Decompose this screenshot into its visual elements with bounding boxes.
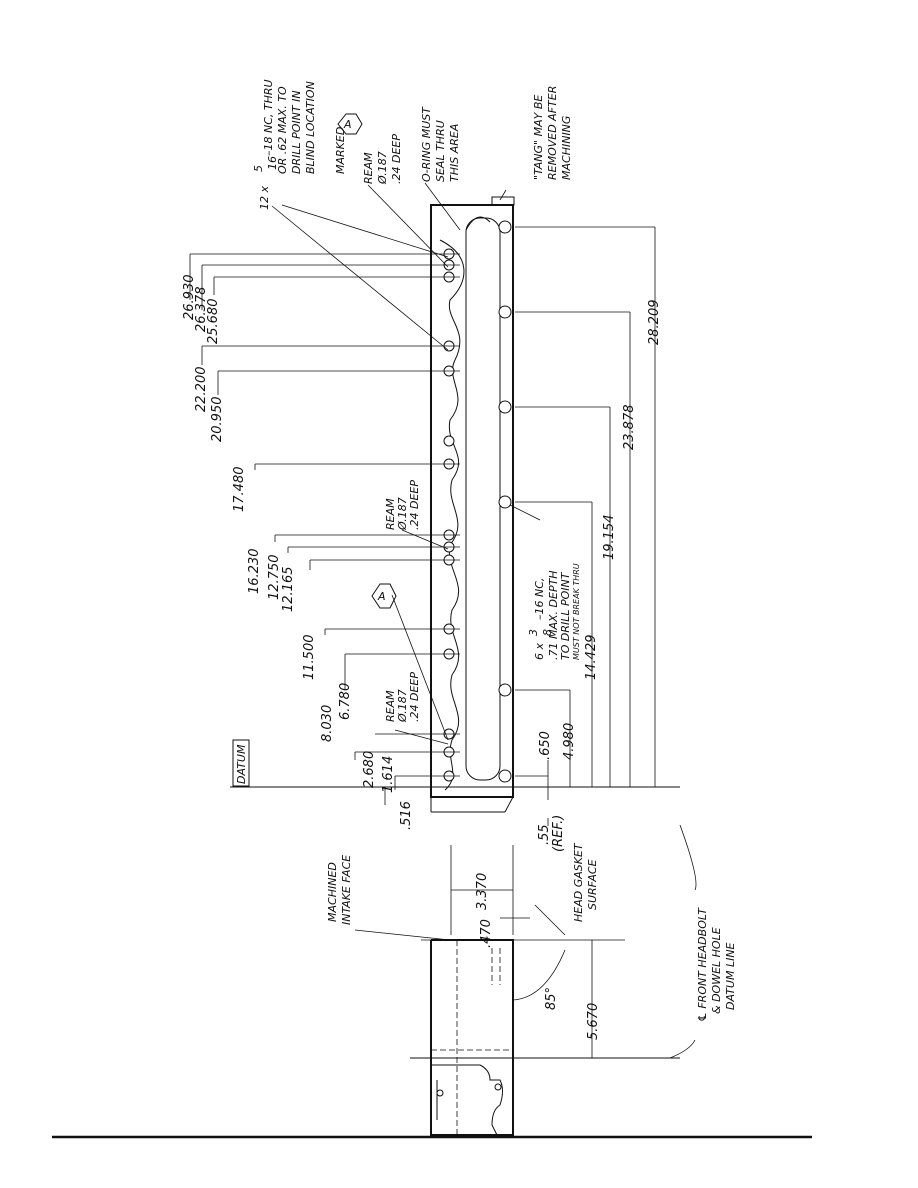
note-front-datum: ℄ FRONT HEADBOLT & DOWEL HOLE DATUM LINE (696, 907, 737, 1022)
svg-text:SEAL THRU: SEAL THRU (434, 120, 447, 182)
note-ream-top: REAM Ø.187 .24 DEEP (362, 134, 403, 185)
svg-text:85°: 85° (544, 987, 559, 1010)
right-dimension-lines (515, 226, 656, 1058)
svg-text:.650: .650 (538, 731, 553, 760)
svg-text:8: 8 (541, 629, 554, 636)
svg-text:3.370: 3.370 (475, 873, 490, 910)
svg-text:6 x: 6 x (533, 643, 546, 660)
svg-text:2.680: 2.680 (362, 751, 377, 788)
svg-text:5: 5 (252, 165, 265, 172)
svg-text:THIS AREA: THIS AREA (448, 124, 461, 182)
dimension-labels: 26.930 26.378 25.680 22.200 20.950 17.48… (182, 275, 662, 1041)
svg-text:BLIND LOCATION: BLIND LOCATION (304, 81, 317, 174)
svg-text:MACHINING: MACHINING (560, 116, 573, 180)
svg-text:MACHINED: MACHINED (326, 862, 339, 922)
note-tapped-12x: 12 x 5 16 –18 NC, THRU OR .62 MAX. TO DR… (252, 79, 347, 210)
svg-text:.24 DEEP: .24 DEEP (390, 134, 403, 184)
svg-text:22.200: 22.200 (194, 367, 209, 413)
svg-text:"TANG" MAY BE: "TANG" MAY BE (532, 95, 545, 180)
svg-text:–16 NC,: –16 NC, (533, 578, 546, 620)
svg-text:14.429: 14.429 (584, 635, 599, 681)
svg-text:℄ FRONT HEADBOLT: ℄ FRONT HEADBOLT (696, 907, 709, 1022)
svg-text:DRILL POINT IN: DRILL POINT IN (290, 90, 303, 174)
svg-text:12 x: 12 x (258, 186, 271, 210)
svg-text:26.378: 26.378 (194, 287, 209, 333)
svg-text:REAM: REAM (384, 498, 397, 530)
svg-text:MARKED: MARKED (334, 127, 347, 174)
svg-text:REAM: REAM (362, 152, 375, 184)
svg-text:Ø.187: Ø.187 (376, 151, 389, 185)
svg-text:11.500: 11.500 (302, 635, 317, 681)
svg-text:12.750: 12.750 (267, 555, 282, 601)
bolt-holes-right (498, 220, 512, 783)
svg-text:SURFACE: SURFACE (586, 859, 599, 910)
svg-text:–18 NC, THRU: –18 NC, THRU (262, 79, 275, 156)
svg-text:19.154: 19.154 (602, 515, 617, 561)
svg-text:12.165: 12.165 (281, 567, 296, 613)
svg-text:.55: .55 (537, 824, 552, 845)
marker-a-top: A (337, 113, 363, 135)
svg-text:.516: .516 (399, 801, 414, 830)
svg-text:.71 MAX. DEPTH: .71 MAX. DEPTH (547, 570, 560, 660)
svg-text:TO DRILL POINT: TO DRILL POINT (559, 571, 572, 660)
note-oring: O-RING MUST SEAL THRU THIS AREA (420, 106, 461, 182)
svg-text:.24 DEEP: .24 DEEP (408, 480, 421, 530)
marker-a-mid: A (371, 583, 397, 609)
datum-label: DATUM (235, 744, 248, 784)
svg-text:(REF.): (REF.) (551, 815, 566, 852)
svg-text:1.614: 1.614 (381, 756, 396, 793)
svg-text:Ø.187: Ø.187 (396, 497, 409, 531)
svg-text:OR .62 MAX. TO: OR .62 MAX. TO (276, 86, 289, 174)
svg-text:6.780: 6.780 (338, 683, 353, 720)
note-ream-mid: REAM Ø.187 .24 DEEP (384, 480, 421, 531)
note-ream-low: REAM Ø.187 .24 DEEP (384, 672, 421, 723)
svg-text:16.230: 16.230 (247, 549, 262, 595)
svg-text:20.950: 20.950 (210, 397, 225, 443)
svg-text:3: 3 (527, 629, 540, 636)
svg-text:25.680: 25.680 (206, 299, 221, 345)
coolant-contour (439, 239, 465, 791)
svg-text:DATUM LINE: DATUM LINE (724, 942, 737, 1010)
svg-text:INTAKE FACE: INTAKE FACE (340, 855, 353, 925)
svg-text:16: 16 (266, 156, 279, 170)
svg-text:.24 DEEP: .24 DEEP (408, 672, 421, 722)
svg-text:MUST NOT BREAK THRU: MUST NOT BREAK THRU (572, 563, 581, 660)
note-intake: MACHINED INTAKE FACE (326, 855, 353, 925)
svg-text:4.980: 4.980 (562, 723, 577, 760)
svg-text:.470: .470 (479, 919, 494, 948)
datum-box (232, 739, 250, 787)
svg-text:HEAD GASKET: HEAD GASKET (572, 842, 585, 922)
svg-text:Ø.187: Ø.187 (396, 689, 409, 723)
svg-text:A: A (343, 118, 352, 131)
note-tang: "TANG" MAY BE REMOVED AFTER MACHINING (532, 86, 573, 180)
svg-text:8.030: 8.030 (320, 705, 335, 742)
svg-text:REMOVED AFTER: REMOVED AFTER (546, 86, 559, 180)
left-dimension-lines (189, 253, 460, 805)
note-tapped-6x: 6 x 3 8 –16 NC, .71 MAX. DEPTH TO DRILL … (527, 563, 581, 660)
svg-text:26.930: 26.930 (182, 275, 197, 321)
note-gasket: HEAD GASKET SURFACE (572, 842, 599, 922)
svg-text:A: A (377, 590, 386, 603)
svg-text:O-RING MUST: O-RING MUST (420, 106, 433, 182)
svg-text:17.480: 17.480 (232, 467, 247, 513)
svg-text:REAM: REAM (384, 690, 397, 722)
svg-text:23.878: 23.878 (622, 405, 637, 451)
part-outline (430, 196, 515, 1136)
bolt-holes-left (443, 248, 455, 782)
svg-text:5.670: 5.670 (586, 1003, 601, 1040)
svg-text:28.209: 28.209 (647, 300, 662, 346)
leaders (271, 182, 697, 1059)
svg-text:& DOWEL HOLE: & DOWEL HOLE (710, 927, 723, 1014)
